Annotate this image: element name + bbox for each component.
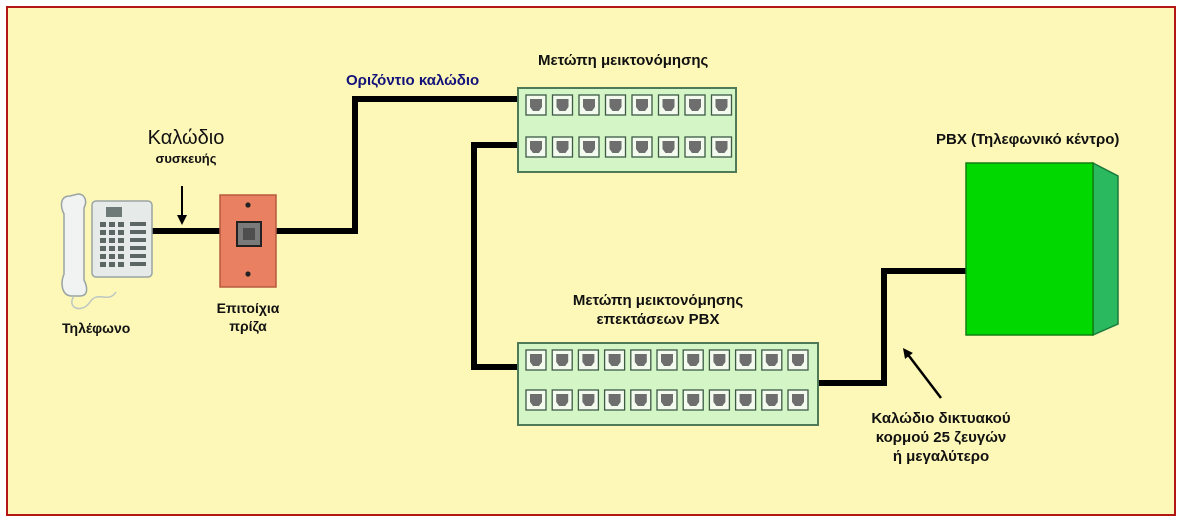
telephone-label: Τηλέφωνο (62, 320, 131, 336)
patch-port-jack-icon (715, 99, 728, 111)
patch-port-jack-icon (582, 354, 595, 366)
patch-port-jack-icon (792, 354, 804, 366)
phone-key-icon (100, 254, 106, 259)
horizontal-cable (273, 96, 525, 234)
wall-outlet-label-line2: πρίζα (229, 317, 267, 334)
patch-port-jack-icon (609, 99, 622, 111)
cross-connect-jumper (471, 142, 537, 370)
phone-key-icon (118, 246, 124, 251)
cross-connect-panel-icon (517, 87, 737, 173)
patch-port-jack-icon (556, 354, 569, 366)
backbone-cable-label-line3: ή μεγαλύτερο (892, 447, 990, 465)
patch-port-jack-icon (530, 141, 542, 153)
patch-port-jack-icon (636, 141, 648, 153)
pbx-panel-label-line1: Μετώπη μεικτονόμησης (572, 292, 744, 309)
patch-port-jack-icon (582, 394, 595, 406)
pbx-panel-label: Μετώπη μεικτονόμησης επεκτάσεων PBX (538, 292, 778, 330)
phone-key-icon (109, 222, 115, 227)
patch-port-jack-icon (715, 141, 728, 153)
telephone-icon (60, 193, 153, 310)
patch-port-jack-icon (530, 354, 542, 366)
phone-key-icon (118, 238, 124, 243)
patch-port-jack-icon (556, 99, 569, 111)
cross-connect-panel-label: Μετώπη μεικτονόμησης (538, 52, 709, 69)
patch-port-jack-icon (687, 354, 700, 366)
patch-port-jack-icon (634, 354, 647, 366)
phone-key-icon (100, 262, 106, 267)
phone-line-button-icon (130, 246, 146, 250)
device-cable-label-line2: συσκευής (155, 151, 217, 166)
backbone-cable-label-line1: Καλώδιο δικτυακού (871, 410, 1011, 427)
patch-port-jack-icon (739, 354, 752, 366)
device-cable-label-line1: Καλώδιο (147, 127, 225, 149)
backbone-arrow-icon (902, 348, 942, 399)
phone-key-icon (109, 246, 115, 251)
phone-key-icon (109, 230, 115, 235)
patch-port-jack-icon (661, 354, 673, 366)
phone-key-icon (118, 222, 124, 227)
patch-port-jack-icon (556, 394, 569, 406)
backbone-cable-label-line2: κορμού 25 ζευγών (875, 428, 1007, 446)
phone-line-button-icon (130, 230, 146, 234)
phone-key-icon (118, 254, 124, 259)
patch-port-jack-icon (556, 141, 569, 153)
wall-outlet-icon (219, 194, 277, 288)
patch-port-jack-icon (661, 394, 673, 406)
patch-port-jack-icon (583, 99, 595, 111)
patch-port-jack-icon (792, 394, 804, 406)
patch-port-jack-icon (713, 394, 726, 406)
patch-port-jack-icon (765, 394, 778, 406)
patch-port-jack-icon (634, 394, 647, 406)
patch-port-jack-icon (608, 394, 621, 406)
phone-key-icon (100, 222, 106, 227)
patch-port-jack-icon (583, 141, 595, 153)
patch-port-jack-icon (687, 394, 700, 406)
backbone-cable (818, 268, 966, 386)
phone-line-button-icon (130, 262, 146, 266)
phone-key-icon (109, 238, 115, 243)
patch-port-jack-icon (662, 141, 675, 153)
phone-line-button-icon (130, 222, 146, 226)
phone-key-icon (100, 230, 106, 235)
pbx-cabinet-icon (965, 161, 1119, 337)
device-cable-label: Καλώδιο συσκευής (136, 126, 236, 167)
phone-line-button-icon (130, 254, 146, 258)
horizontal-cable-label: Οριζόντιο καλώδιο (346, 72, 480, 89)
diagram-canvas (60, 87, 1119, 426)
patch-port-jack-icon (609, 141, 622, 153)
phone-key-icon (100, 238, 106, 243)
patch-port-jack-icon (662, 99, 675, 111)
patch-port-jack-icon (530, 394, 542, 406)
phone-key-icon (109, 262, 115, 267)
phone-key-icon (118, 262, 124, 267)
patch-port-jack-icon (636, 99, 648, 111)
patch-port-jack-icon (765, 354, 778, 366)
patch-port-jack-icon (739, 394, 752, 406)
patch-port-jack-icon (689, 141, 701, 153)
pbx-extensions-panel-icon (517, 342, 819, 426)
wall-outlet-label-line1: Επιτοίχια (216, 300, 280, 316)
wall-outlet-label: Επιτοίχια πρίζα (188, 300, 308, 335)
patch-port-jack-icon (608, 354, 621, 366)
phone-line-button-icon (130, 238, 146, 242)
phone-key-icon (100, 246, 106, 251)
patch-port-jack-icon (713, 354, 726, 366)
diagram-frame: Καλώδιο συσκευής Τηλέφωνο Επιτοίχια πρίζ… (6, 6, 1176, 516)
pbx-panel-label-line2: επεκτάσεων PBX (596, 310, 720, 328)
pbx-label: PBX (Τηλεφωνικό κέντρο) (936, 131, 1120, 148)
backbone-cable-label: Καλώδιο δικτυακού κορμού 25 ζευγών ή μεγ… (846, 410, 1036, 466)
patch-port-jack-icon (689, 99, 701, 111)
patch-port-jack-icon (530, 99, 542, 111)
phone-key-icon (109, 254, 115, 259)
phone-key-icon (118, 230, 124, 235)
